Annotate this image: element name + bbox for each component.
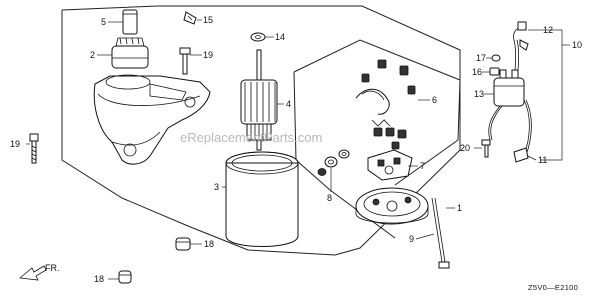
callout-13: 13 bbox=[474, 89, 484, 99]
callout-6: 6 bbox=[432, 95, 437, 105]
part-through-bolt[interactable] bbox=[431, 197, 450, 269]
callout-16: 16 bbox=[472, 67, 482, 77]
leader-lines bbox=[26, 19, 570, 280]
callout-labels: 5 2 15 19 14 4 3 19 6 7 8 9 1 18 18 12 1… bbox=[10, 15, 582, 284]
part-cable-ground[interactable] bbox=[488, 105, 503, 141]
callout-11: 11 bbox=[538, 155, 547, 165]
part-bolt-upper[interactable] bbox=[179, 47, 191, 75]
callout-2: 2 bbox=[90, 50, 95, 60]
part-washer[interactable] bbox=[250, 32, 266, 42]
callout-1: 1 bbox=[457, 203, 462, 213]
callout-18-upper: 18 bbox=[204, 239, 214, 249]
callout-5: 5 bbox=[101, 17, 106, 27]
part-cap[interactable] bbox=[122, 9, 138, 35]
part-solenoid[interactable] bbox=[493, 69, 525, 107]
callout-14: 14 bbox=[275, 32, 285, 42]
callout-10: 10 bbox=[572, 40, 582, 50]
part-clip[interactable] bbox=[183, 11, 197, 25]
part-cable-positive[interactable] bbox=[513, 21, 529, 71]
frame-left-bracket bbox=[61, 10, 336, 256]
callout-9: 9 bbox=[409, 234, 414, 244]
callout-19-left: 19 bbox=[10, 139, 20, 149]
part-terminal[interactable] bbox=[513, 147, 529, 163]
callout-17: 17 bbox=[476, 53, 486, 63]
part-armature[interactable] bbox=[240, 49, 278, 151]
part-bolt-left[interactable] bbox=[29, 133, 39, 164]
callout-3: 3 bbox=[214, 182, 219, 192]
callout-18-lower: 18 bbox=[94, 274, 104, 284]
callout-4: 4 bbox=[286, 99, 291, 109]
part-bolt-20[interactable] bbox=[481, 139, 491, 158]
part-starter-bracket[interactable] bbox=[93, 74, 211, 165]
part-motor-case[interactable] bbox=[225, 151, 299, 247]
callout-20: 20 bbox=[460, 143, 470, 153]
callout-7: 7 bbox=[420, 161, 425, 171]
part-nut-small[interactable] bbox=[489, 67, 500, 76]
part-seal[interactable] bbox=[317, 149, 350, 176]
part-cap-nut-lower[interactable] bbox=[118, 270, 132, 284]
frame-inner-box bbox=[293, 39, 461, 186]
callout-8: 8 bbox=[327, 193, 332, 203]
frame-starter-housing bbox=[61, 5, 461, 256]
part-cap-nut-upper[interactable] bbox=[175, 237, 191, 251]
part-pinion-gear[interactable] bbox=[111, 37, 149, 69]
part-washer-small[interactable] bbox=[491, 54, 501, 62]
part-end-cover[interactable] bbox=[355, 187, 429, 225]
callout-15: 15 bbox=[203, 15, 213, 25]
direction-label: FR. bbox=[45, 263, 60, 273]
part-brush-plate[interactable] bbox=[367, 149, 413, 181]
callout-12: 12 bbox=[543, 25, 553, 35]
front-direction-arrow: FR. bbox=[19, 263, 60, 281]
part-brush-kit[interactable] bbox=[355, 59, 416, 150]
watermark: eReplacementParts.com bbox=[180, 130, 322, 145]
diagram-code: Z5V0—E2100 bbox=[528, 283, 578, 292]
callout-19-upper: 19 bbox=[203, 50, 213, 60]
